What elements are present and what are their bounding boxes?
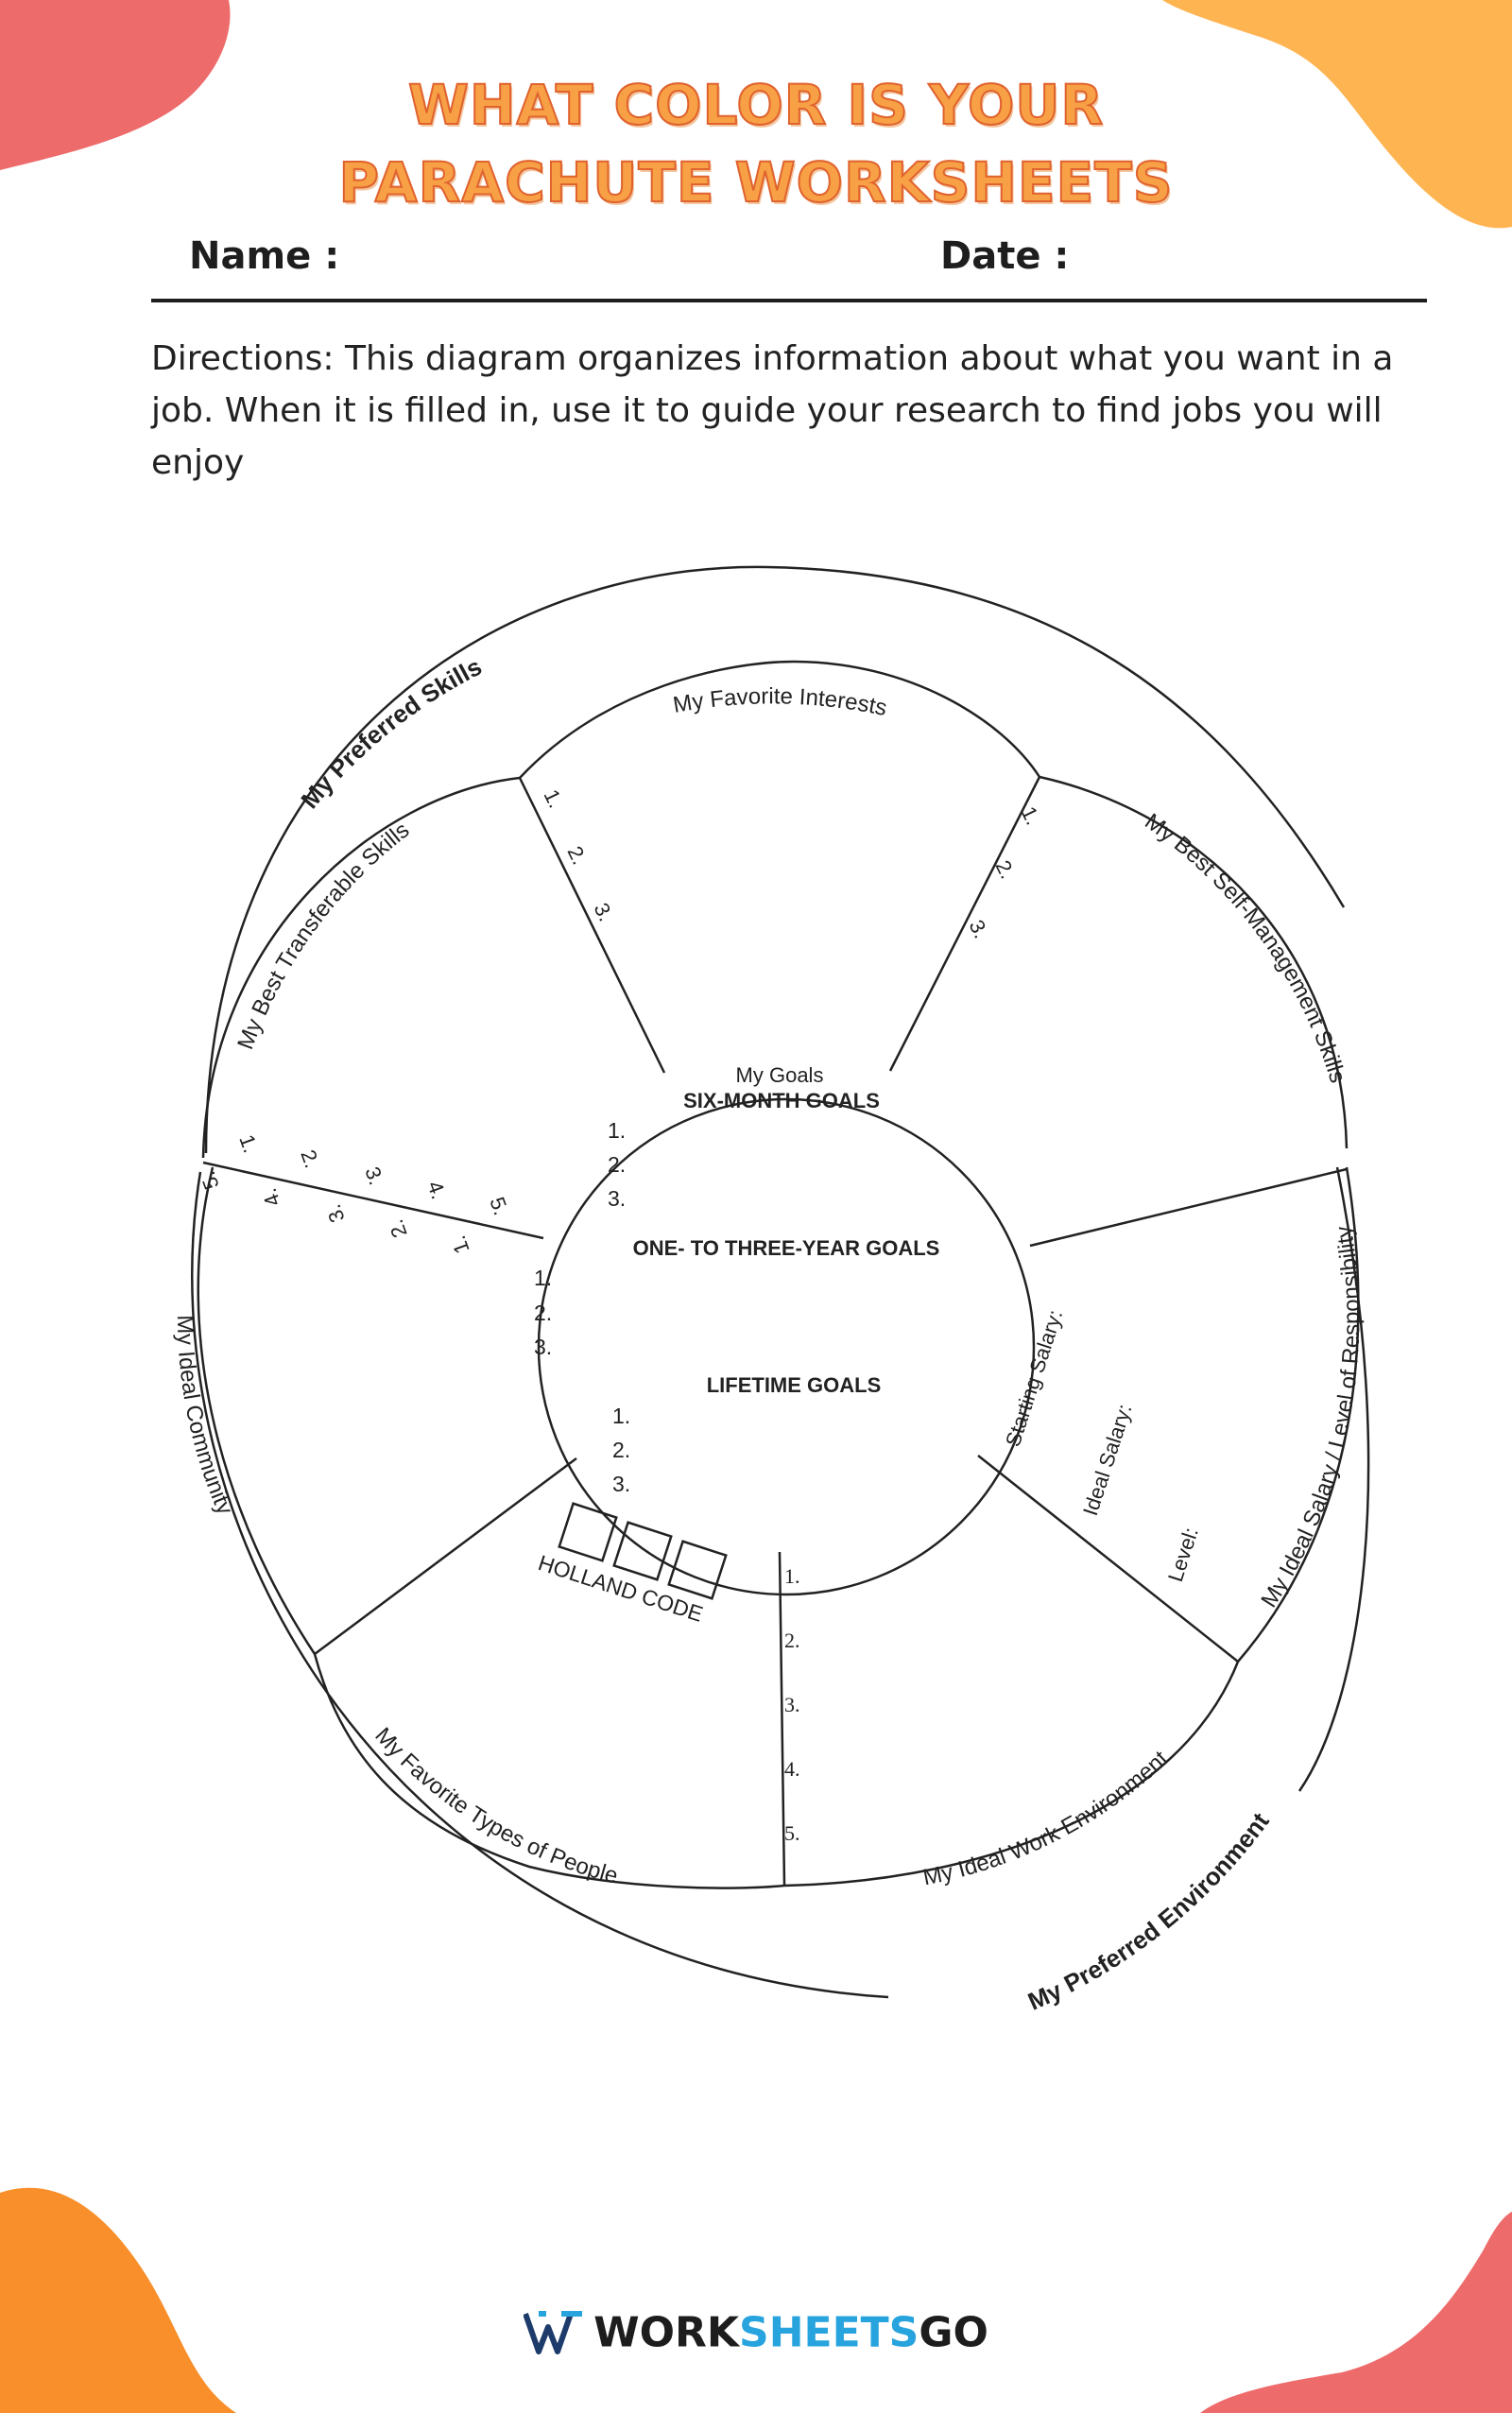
petal-edge-bottom-right — [783, 1661, 1240, 1887]
divider-bottom-left — [314, 1456, 577, 1656]
level-label: Level: — [1163, 1525, 1203, 1585]
goals-heading: My Goals — [736, 1063, 824, 1087]
one-three-number-2: 2. — [534, 1301, 552, 1325]
label-transferable-skills: My Best Transferable Skills — [232, 818, 414, 1053]
community-number-3: 3. — [321, 1201, 350, 1226]
title-line-2: PARACHUTE WORKSHEETS — [338, 149, 1174, 215]
interests-number-3: 3. — [590, 899, 619, 924]
transfer-number-3: 3. — [360, 1163, 388, 1188]
divider-interests-left — [518, 777, 666, 1074]
lifetime-number-2: 2. — [612, 1438, 630, 1462]
name-label: Name : — [189, 234, 340, 278]
transfer-number-2: 2. — [296, 1146, 324, 1171]
corner-blob-top-left — [0, 0, 231, 170]
self-mgmt-number-1: 1. — [1017, 802, 1046, 828]
interests-number-1: 1. — [540, 785, 569, 811]
date-label: Date : — [940, 234, 1070, 278]
outer-environment-arc-left — [191, 1171, 889, 1999]
work-env-number-4: 4. — [784, 1757, 800, 1781]
transfer-number-5: 5. — [485, 1194, 513, 1218]
one-three-number-1: 1. — [534, 1266, 552, 1290]
petal-edge-top-right — [1039, 775, 1349, 1149]
worksheetsgo-logo-icon — [524, 2311, 583, 2354]
lifetime-goals-heading: LIFETIME GOALS — [707, 1373, 882, 1397]
brand-part-2: SHEETS — [739, 2308, 919, 2357]
petal-edge-right — [1237, 1166, 1360, 1663]
title-line-1: WHAT COLOR IS YOUR — [407, 72, 1105, 138]
footer-brand: WORKSHEETSGO — [0, 2306, 1512, 2357]
label-favorite-interests: My Favorite Interests — [671, 683, 889, 721]
label-ideal-community: My Ideal Community — [172, 1315, 238, 1518]
six-month-number-2: 2. — [608, 1152, 626, 1177]
label-favorite-people: My Favorite Types of People — [369, 1723, 620, 1889]
label-preferred-skills: My Preferred Skills — [295, 652, 486, 814]
self-mgmt-number-2: 2. — [991, 856, 1021, 882]
divider-right — [1029, 1167, 1348, 1248]
six-month-number-1: 1. — [608, 1118, 626, 1143]
petal-edge-top-left — [201, 776, 521, 1159]
one-three-number-3: 3. — [534, 1335, 552, 1359]
holland-box-2[interactable] — [612, 1521, 673, 1581]
header-rule — [151, 299, 1427, 302]
interests-number-2: 2. — [563, 842, 593, 868]
directions-text: Directions: This diagram organizes infor… — [151, 339, 1394, 482]
outer-skills-arc — [204, 565, 1346, 1154]
label-self-management-skills: My Best Self-Management Skills — [1140, 809, 1350, 1086]
one-three-year-goals-heading: ONE- TO THREE-YEAR GOALS — [633, 1236, 940, 1260]
brand-part-1: WORK — [593, 2308, 740, 2357]
worksheet-title: WHAT COLOR IS YOUR PARACHUTE WORKSHEETS — [0, 66, 1512, 221]
divider-bottom-right — [977, 1455, 1239, 1663]
parachute-diagram: My Preferred Skills My Preferred Environ… — [172, 565, 1370, 2016]
work-env-number-5: 5. — [784, 1821, 800, 1845]
lifetime-number-3: 3. — [612, 1472, 630, 1496]
self-mgmt-number-3: 3. — [965, 916, 994, 941]
community-number-2: 2. — [384, 1216, 412, 1241]
label-ideal-salary: My Ideal Salary / Level of Responsibilit… — [1256, 1224, 1365, 1612]
lifetime-number-1: 1. — [612, 1404, 630, 1428]
petal-edge-top — [519, 660, 1041, 779]
divider-left — [202, 1161, 544, 1240]
goals-circle — [537, 1097, 1036, 1596]
divider-bottom — [778, 1551, 786, 1887]
six-month-goals-heading: SIX-MONTH GOALS — [683, 1089, 880, 1112]
brand-part-3: GO — [919, 2308, 988, 2357]
community-number-4: 4. — [257, 1185, 285, 1210]
community-number-1: 1. — [446, 1232, 474, 1257]
label-ideal-work-environment: My Ideal Work Environment — [921, 1746, 1174, 1890]
ideal-salary-label: Ideal Salary: — [1078, 1402, 1137, 1519]
work-env-number-2: 2. — [784, 1629, 800, 1652]
work-env-number-1: 1. — [784, 1564, 800, 1588]
six-month-number-3: 3. — [608, 1186, 626, 1211]
transfer-number-4: 4. — [422, 1178, 451, 1202]
corner-blob-top-right — [1162, 0, 1512, 229]
petal-edge-bottom-left — [313, 1653, 785, 1889]
holland-box-3[interactable] — [667, 1540, 728, 1600]
divider-interests-right — [888, 776, 1041, 1072]
corner-blob-bottom-left — [0, 2187, 236, 2413]
corner-blob-bottom-right — [1200, 2212, 1512, 2413]
petal-edge-left — [197, 1166, 317, 1655]
holland-box-1[interactable] — [558, 1502, 618, 1562]
transfer-number-1: 1. — [234, 1131, 263, 1156]
work-env-number-3: 3. — [784, 1693, 800, 1716]
